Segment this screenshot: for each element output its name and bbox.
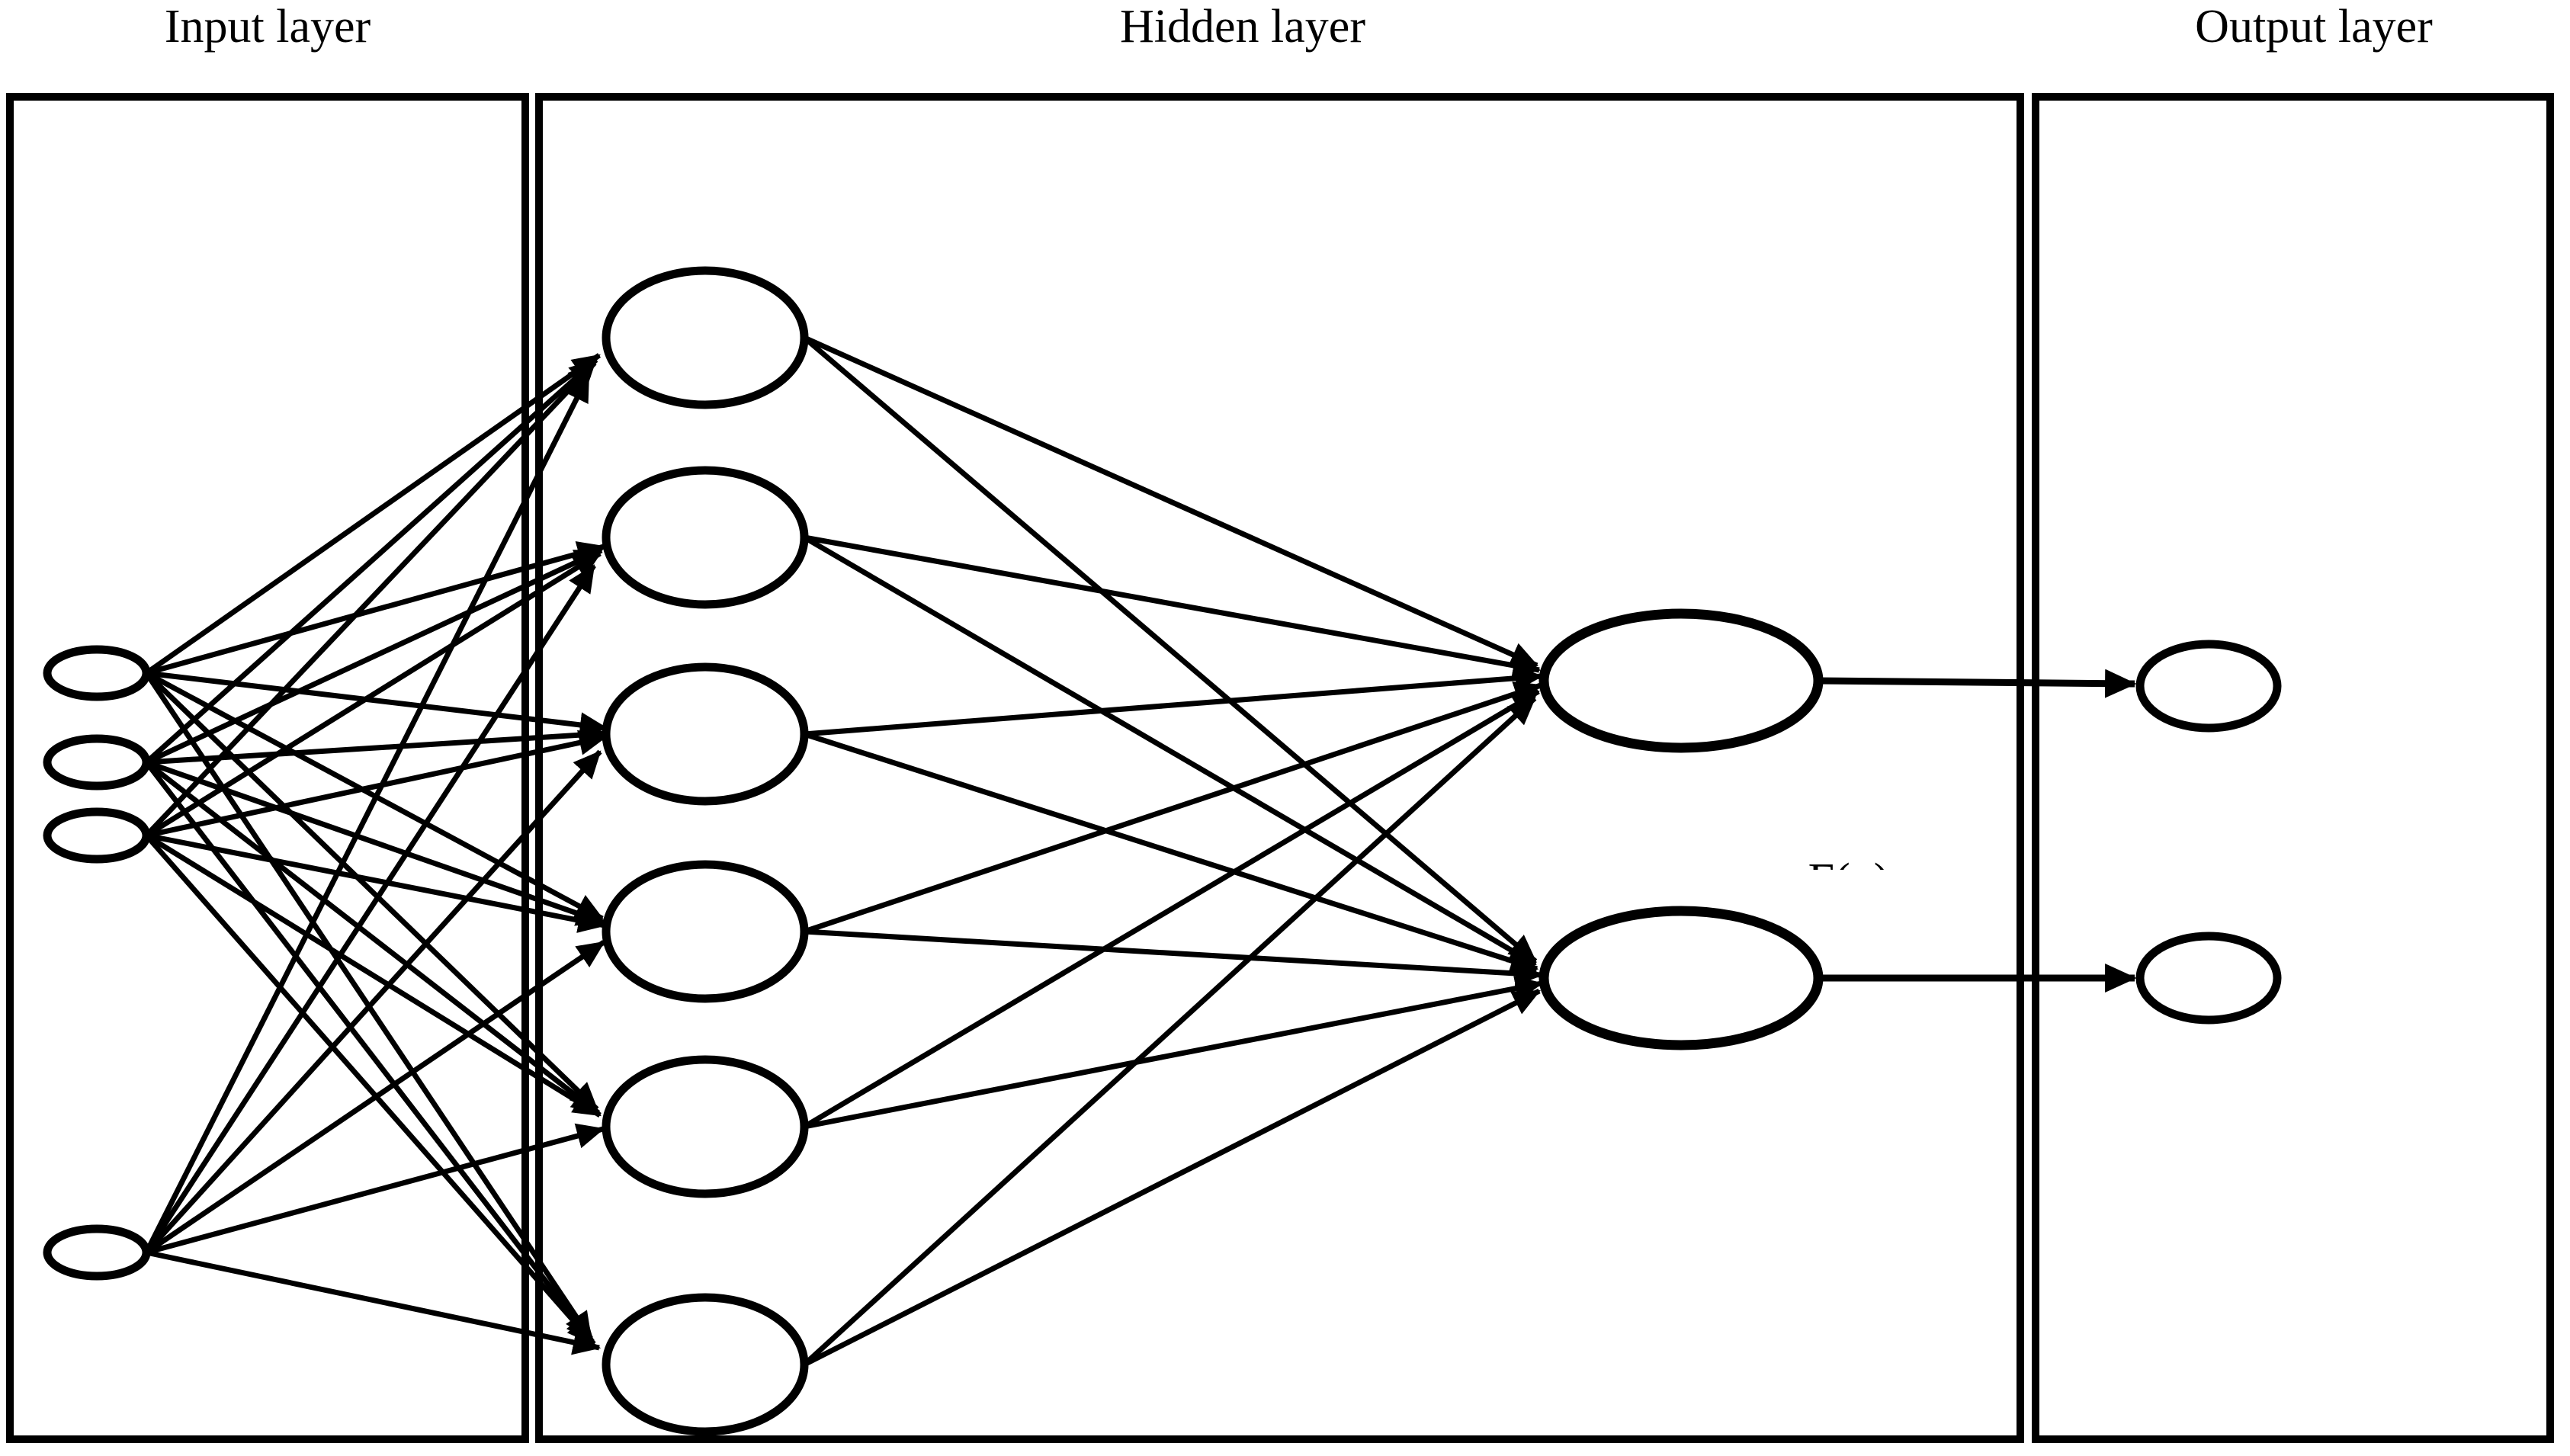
- output-layer-nodes: [2135, 640, 2282, 1025]
- input-layer-nodes: [43, 645, 151, 1281]
- edge-i3-h1: [144, 361, 597, 838]
- aggregation-to-output-edges: [1818, 669, 2137, 993]
- edge-h2-a2: [803, 534, 1537, 967]
- output-layer-caption: Output layer: [2195, 1, 2433, 53]
- output-layer-frame: [2032, 93, 2554, 1443]
- edge-i3-h3: [146, 730, 608, 839]
- layer-frames: [6, 93, 2554, 1443]
- edge-i3-h6: [144, 833, 596, 1346]
- input-node-3[interactable]: [43, 807, 151, 864]
- hidden-node-4[interactable]: [602, 860, 809, 1003]
- edge-h1-a2: [802, 335, 1538, 964]
- output-node-1[interactable]: [2135, 640, 2282, 733]
- input-to-hidden-edges: [143, 353, 608, 1355]
- edge-h4-a2: [804, 928, 1544, 986]
- edge-i2-h2: [145, 547, 603, 765]
- edge-i4-h5: [146, 1123, 605, 1256]
- edge-i1-h3: [146, 670, 608, 738]
- aggregation-layer-nodes: [1538, 608, 1824, 1050]
- edge-h2-a1: [804, 534, 1542, 678]
- hidden-to-aggregation-edges: [802, 335, 1544, 1368]
- edge-i2-h1: [144, 358, 598, 765]
- edge-h3-a1: [804, 665, 1544, 737]
- edge-i1-h2: [146, 540, 606, 676]
- aggregation-node-2[interactable]: [1538, 906, 1824, 1050]
- input-layer-caption: Input layer: [164, 1, 371, 53]
- edge-h6-a2: [803, 988, 1541, 1368]
- hidden-node-6[interactable]: [602, 1293, 809, 1436]
- edge-i4-h3: [144, 749, 602, 1255]
- edge-i4-h2: [144, 564, 596, 1254]
- edge-i1-h5: [144, 671, 599, 1111]
- edge-i2-h5: [144, 760, 601, 1115]
- edge-i3-h2: [145, 551, 602, 838]
- hidden-layer-frame: [535, 93, 2024, 1443]
- input-node-4[interactable]: [43, 1224, 151, 1281]
- input-layer-frame: [6, 93, 529, 1443]
- hidden-node-3[interactable]: [602, 662, 809, 806]
- hidden-node-5[interactable]: [602, 1055, 809, 1198]
- edge-h4-a1: [803, 681, 1543, 935]
- hidden-layer-caption: Hidden layer: [1120, 1, 1365, 53]
- edge-i2-h6: [144, 760, 595, 1344]
- edge-i3-h4: [146, 832, 607, 933]
- aggregation-node-1[interactable]: [1538, 608, 1824, 753]
- edge-h3-a2: [803, 731, 1539, 973]
- hidden-layer-nodes: [602, 266, 809, 1436]
- edge-i1-h1: [144, 353, 602, 675]
- input-node-2[interactable]: [43, 734, 151, 791]
- input-node-1[interactable]: [43, 645, 151, 701]
- output-node-2[interactable]: [2135, 932, 2282, 1025]
- edge-h5-a2: [804, 976, 1544, 1130]
- hidden-node-2[interactable]: [602, 466, 809, 609]
- edge-i4-h6: [146, 1249, 602, 1355]
- edge-i3-h5: [145, 833, 602, 1118]
- edge-h1-a1: [803, 335, 1538, 669]
- hidden-node-1[interactable]: [602, 266, 809, 409]
- transfer-function-label: F(x): [1808, 857, 1890, 870]
- edge-a1-o1: [1818, 669, 2137, 698]
- edge-h6-a1: [802, 696, 1537, 1367]
- edge-i4-h4: [145, 940, 605, 1255]
- edge-h5-a1: [803, 688, 1540, 1130]
- edge-i4-h1: [143, 374, 592, 1254]
